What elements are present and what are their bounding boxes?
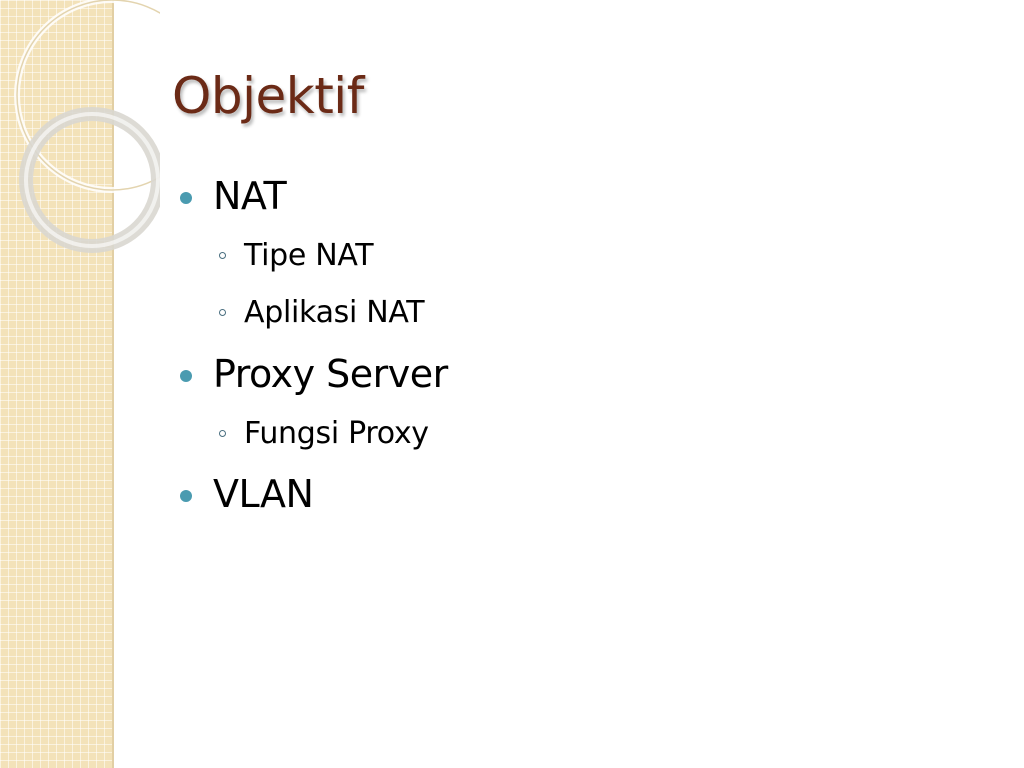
decorative-rings-icon <box>14 0 160 253</box>
bullet-text: Aplikasi NAT <box>244 295 425 330</box>
side-panel-edge <box>112 0 114 768</box>
bullet-text: Proxy Server <box>213 352 448 396</box>
bullet-text: Tipe NAT <box>244 238 374 273</box>
filled-circle-bullet-icon <box>180 192 192 204</box>
slide-title: Objektif <box>172 67 364 125</box>
filled-circle-bullet-icon <box>180 370 192 382</box>
hollow-circle-bullet-icon <box>219 252 226 259</box>
bullet-text: NAT <box>213 174 287 218</box>
hollow-circle-bullet-icon <box>219 430 226 437</box>
hollow-circle-bullet-icon <box>219 309 226 316</box>
bullet-text: Fungsi Proxy <box>244 416 429 451</box>
bullet-text: VLAN <box>213 472 314 516</box>
filled-circle-bullet-icon <box>180 490 192 502</box>
